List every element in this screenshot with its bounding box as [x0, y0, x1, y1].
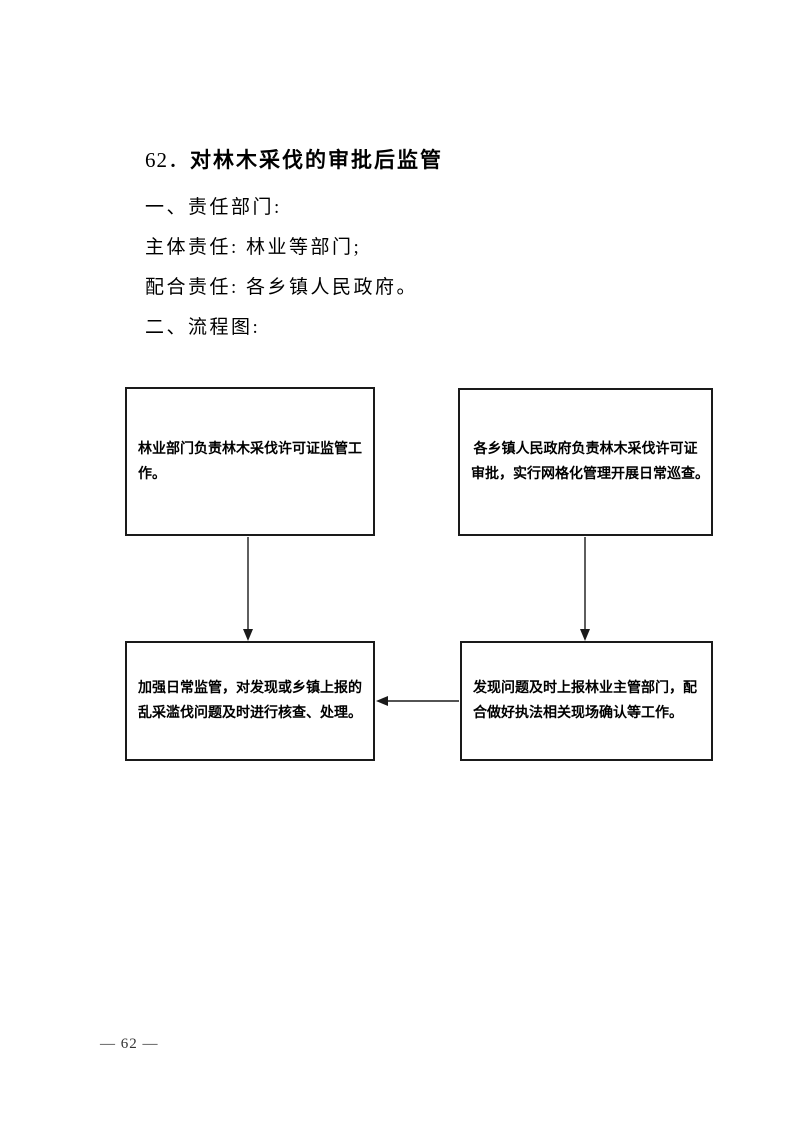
body-line-section-1: 一、责任部门: — [145, 197, 282, 218]
heading-text: 对林木采伐的审批后监管 — [190, 149, 443, 172]
body-line-cooperate-duty: 配合责任: 各乡镇人民政府。 — [145, 277, 419, 298]
flow-box-text: 加强日常监管，对发现或乡镇上报的 — [138, 681, 362, 696]
flow-box-text: 作。 — [138, 466, 166, 482]
flow-box-text: 各乡镇人民政府负责林木采伐许可证 — [473, 442, 698, 457]
flow-box-text: 审批，实行网格化管理开展日常巡查。 — [471, 467, 709, 482]
flow-box-text: 合做好执法相关现场确认等工作。 — [473, 706, 683, 721]
body-line-section-2: 二、流程图: — [145, 317, 261, 338]
flow-box-township-gov-duty: 各乡镇人民政府负责林木采伐许可证 审批，实行网格化管理开展日常巡查。 — [458, 388, 713, 536]
body-line-main-duty: 主体责任: 林业等部门; — [145, 237, 362, 258]
flow-box-daily-supervision: 加强日常监管，对发现或乡镇上报的 乱采滥伐问题及时进行核查、处理。 — [125, 641, 375, 761]
flow-box-text: 乱采滥伐问题及时进行核查、处理。 — [138, 706, 362, 721]
flow-box-report-to-authority: 发现问题及时上报林业主管部门，配 合做好执法相关现场确认等工作。 — [460, 641, 713, 761]
arrow-township-to-report-icon — [580, 537, 590, 641]
flow-box-text: 林业部门负责林木采伐许可证监管工 — [138, 441, 362, 457]
flow-box-text: 发现问题及时上报林业主管部门，配 — [473, 681, 697, 696]
arrow-forestry-to-supervision-icon — [243, 537, 253, 641]
flow-box-forestry-dept-duty: 林业部门负责林木采伐许可证监管工 作。 — [125, 387, 375, 536]
heading-number: 62． — [145, 148, 190, 172]
page-number: — 62 — — [100, 1036, 159, 1052]
arrow-report-to-supervision-icon — [376, 696, 459, 706]
page-title: 62．对林木采伐的审批后监管 — [145, 147, 443, 174]
